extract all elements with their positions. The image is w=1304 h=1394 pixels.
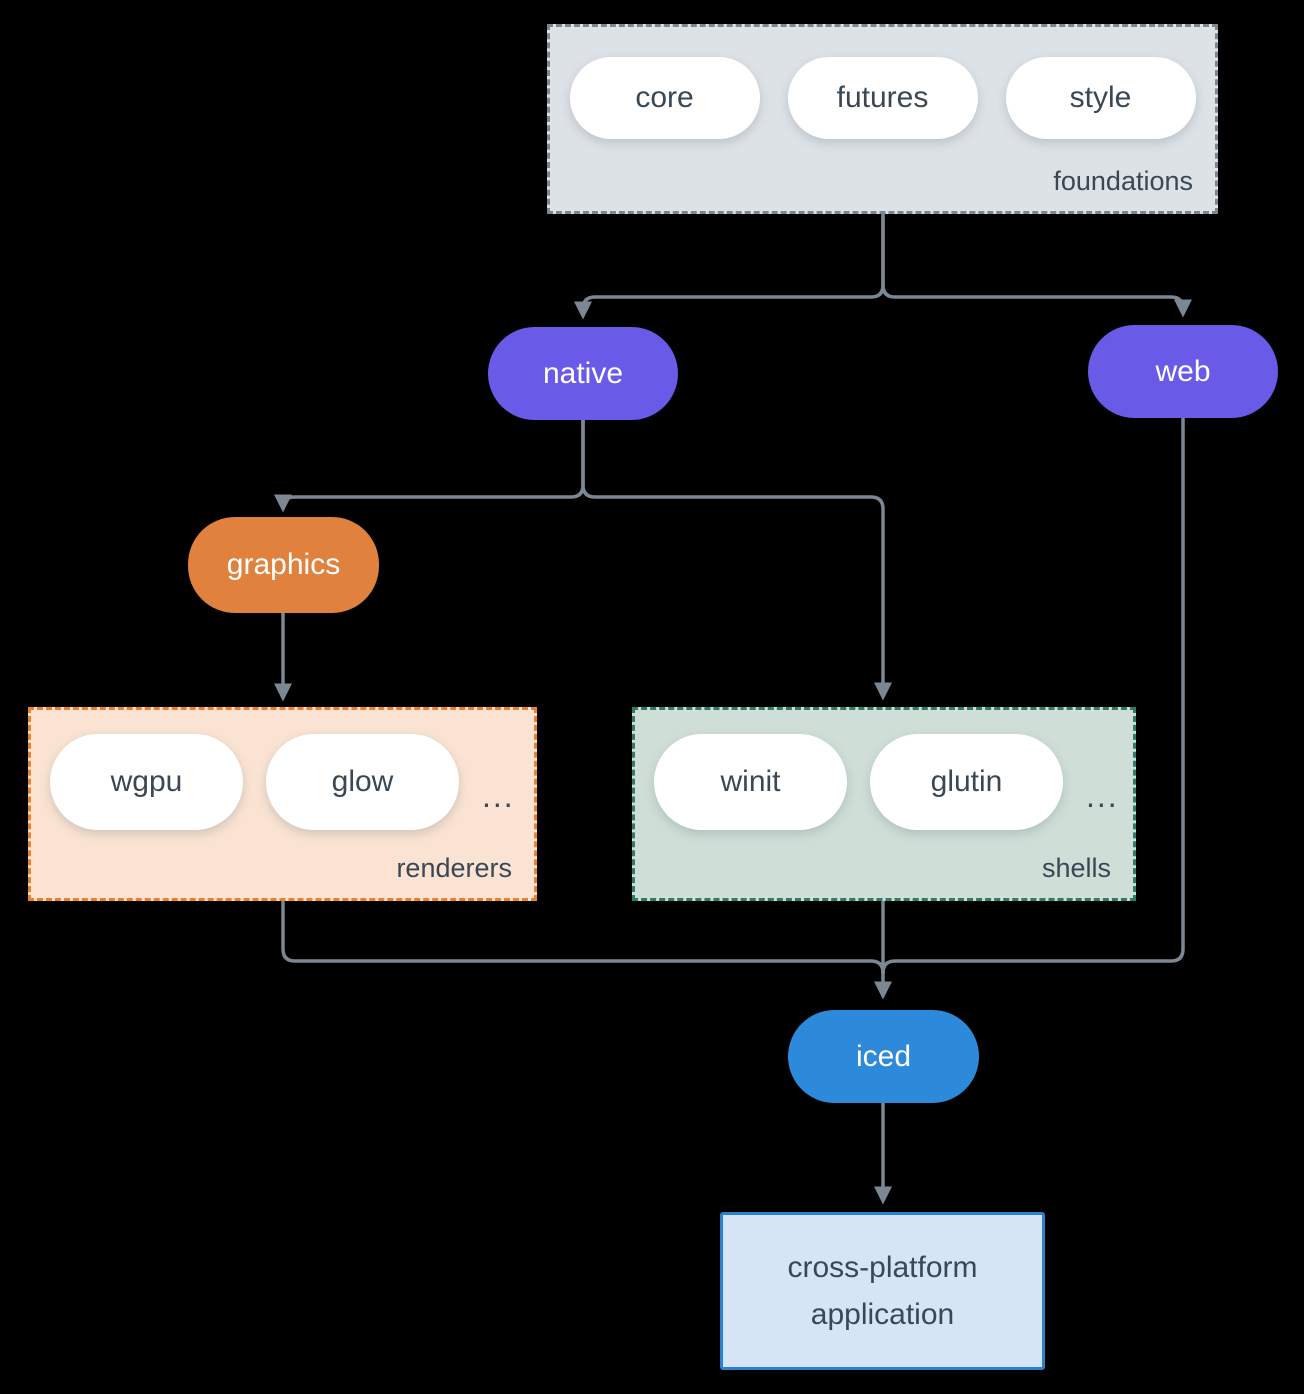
edge-foundations-to-web [881, 213, 1192, 318]
node-style: style [1005, 57, 1196, 139]
node-glow: glow [266, 734, 459, 830]
node-web: web [1088, 325, 1278, 418]
group-shells: winit glutin ... shells [632, 707, 1136, 901]
edge-native-to-shells [581, 418, 892, 701]
group-foundations-label: foundations [1053, 166, 1193, 196]
group-renderers-label: renderers [396, 853, 512, 883]
edge-native-to-graphics [274, 418, 585, 513]
node-winit: winit [654, 734, 847, 830]
node-wgpu: wgpu [50, 734, 243, 830]
node-native: native [488, 327, 678, 420]
group-renderers: wgpu glow ... renderers [28, 707, 537, 901]
node-iced: iced [788, 1010, 979, 1103]
renderers-ellipsis: ... [482, 777, 515, 814]
edge-renderers-to-merge [281, 900, 885, 975]
node-application: cross-platform application [720, 1212, 1045, 1370]
group-shells-label: shells [1041, 853, 1111, 883]
edge-foundations-to-native [574, 213, 885, 320]
node-core: core [569, 57, 760, 139]
node-graphics: graphics [188, 517, 379, 613]
group-foundations: core futures style foundations [547, 24, 1218, 214]
node-glutin: glutin [870, 734, 1063, 830]
shells-ellipsis: ... [1086, 777, 1119, 814]
node-futures: futures [787, 57, 978, 139]
